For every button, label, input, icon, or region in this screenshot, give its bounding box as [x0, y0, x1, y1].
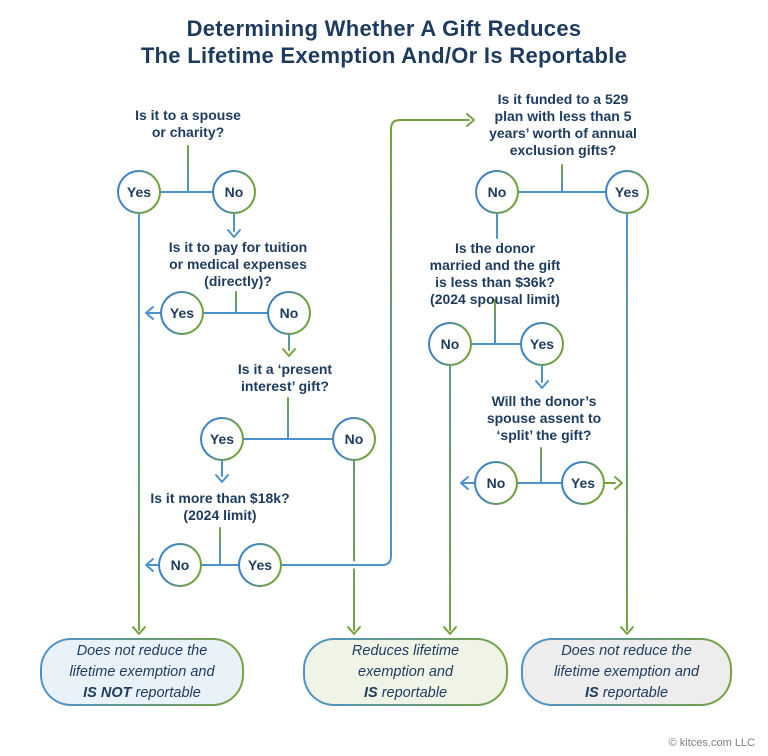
- node-married-no: No: [428, 322, 472, 366]
- answer-label: Yes: [522, 324, 562, 364]
- node-present-yes: Yes: [200, 417, 244, 461]
- question-line: or medical expenses: [169, 256, 307, 272]
- node-present-no: No: [332, 417, 376, 461]
- node-spouse-charity-no: No: [212, 170, 256, 214]
- question-tuition-medical: Is it to pay for tuition or medical expe…: [169, 239, 307, 290]
- answer-label: No: [430, 324, 470, 364]
- outcome-emphasis: IS: [363, 684, 378, 701]
- question-present-interest: Is it a ‘present interest’ gift?: [238, 361, 332, 395]
- node-married-yes: Yes: [520, 322, 564, 366]
- page-title: Determining Whether A Gift Reduces The L…: [0, 15, 768, 69]
- question-line: Is it a ‘present: [237, 361, 333, 377]
- question-line: plan with less than 5: [494, 108, 632, 124]
- outcome-emphasis: IS NOT: [83, 684, 132, 701]
- outcome-line: IS reportable: [364, 683, 447, 704]
- question-line: interest’ gift?: [241, 378, 329, 394]
- page-title-line1: Determining Whether A Gift Reduces: [186, 16, 582, 41]
- outcome-rest: reportable: [377, 684, 448, 701]
- question-line: is less than $36k?: [435, 274, 555, 290]
- outcome-line: lifetime exemption and: [69, 663, 215, 680]
- arrow-split-no-left: [460, 476, 475, 490]
- route-18k-yes: [281, 119, 470, 566]
- node-tuition-yes: Yes: [160, 291, 204, 335]
- node-split-yes: Yes: [561, 461, 605, 505]
- arrow-split-yes-right: [604, 476, 623, 490]
- question-line: Is the donor: [454, 240, 536, 256]
- answer-label: No: [477, 172, 517, 212]
- arrowhead-right-box: [620, 626, 634, 635]
- answer-label: No: [160, 545, 200, 585]
- outcome-rest: reportable: [598, 684, 669, 701]
- node-529-no: No: [475, 170, 519, 214]
- question-line: Is it more than $18k?: [150, 490, 290, 506]
- outcome-box-reduces-reportable: Reduces lifetime exemption and IS report…: [303, 638, 508, 706]
- answer-label: Yes: [563, 463, 603, 503]
- outcome-line: exemption and: [357, 663, 454, 680]
- question-line: spouse assent to: [486, 410, 602, 426]
- answer-label: No: [214, 172, 254, 212]
- node-spouse-charity-yes: Yes: [117, 170, 161, 214]
- outcome-line: lifetime exemption and: [553, 663, 700, 680]
- question-spouse-split: Will the donor’s spouse assent to ‘split…: [487, 393, 601, 444]
- node-529-yes: Yes: [605, 170, 649, 214]
- copyright: © kitces.com LLC: [668, 737, 755, 749]
- outcome-line: Reduces lifetime: [351, 642, 460, 659]
- arrowhead-mid-box-right: [443, 626, 457, 635]
- question-spouse-charity: Is it to a spouse or charity?: [135, 107, 241, 141]
- question-529-plan: Is it funded to a 529 plan with less tha…: [489, 91, 637, 159]
- outcome-rest: reportable: [131, 684, 201, 701]
- arrowhead-to-529: [466, 113, 475, 127]
- question-line: married and the gift: [429, 257, 561, 273]
- page-title-line2: The Lifetime Exemption And/Or Is Reporta…: [140, 43, 628, 68]
- node-18k-no: No: [158, 543, 202, 587]
- question-line: years’ worth of annual: [489, 125, 637, 141]
- answer-label: Yes: [202, 419, 242, 459]
- node-split-no: No: [474, 461, 518, 505]
- answer-label: No: [334, 419, 374, 459]
- question-line: Is it to pay for tuition: [168, 239, 308, 255]
- node-18k-yes: Yes: [238, 543, 282, 587]
- answer-label: Yes: [607, 172, 647, 212]
- question-line: Is it funded to a 529: [497, 91, 629, 107]
- question-line: (directly)?: [204, 273, 272, 289]
- question-line: exclusion gifts?: [509, 142, 617, 158]
- arrow-yes-to-18k: [215, 460, 229, 483]
- answer-label: Yes: [240, 545, 280, 585]
- question-line: Is it to a spouse: [135, 107, 241, 123]
- question-line: or charity?: [151, 124, 225, 140]
- arrowhead-mid-box-left: [347, 626, 361, 635]
- outcome-box-is-not-reportable: Does not reduce the lifetime exemption a…: [40, 638, 244, 706]
- arrow-no-to-tuition: [227, 213, 241, 238]
- question-line: (2024 limit): [183, 507, 257, 523]
- outcome-line: IS NOT reportable: [83, 683, 201, 704]
- question-line: ‘split’ the gift?: [496, 427, 592, 443]
- answer-label: No: [269, 293, 309, 333]
- question-line: (2024 spousal limit): [430, 291, 560, 307]
- node-tuition-no: No: [267, 291, 311, 335]
- outcome-emphasis: IS: [584, 684, 599, 701]
- question-line: Will the donor’s: [491, 393, 597, 409]
- outcome-line: Does not reduce the: [561, 642, 692, 659]
- outcome-box-is-reportable: Does not reduce the lifetime exemption a…: [521, 638, 732, 706]
- answer-label: No: [476, 463, 516, 503]
- arrowhead-left-box: [132, 626, 146, 635]
- outcome-line: IS reportable: [585, 683, 668, 704]
- answer-label: Yes: [162, 293, 202, 333]
- question-over-18k: Is it more than $18k? (2024 limit): [150, 490, 289, 524]
- arrowhead-no-to-present: [282, 348, 296, 357]
- outcome-line: Does not reduce the: [76, 642, 208, 659]
- answer-label: Yes: [119, 172, 159, 212]
- arrow-18k-no-left: [145, 558, 159, 572]
- question-donor-married: Is the donor married and the gift is les…: [430, 240, 561, 308]
- arrow-yes-to-split: [535, 365, 549, 389]
- arrow-tuition-yes-left: [145, 306, 161, 320]
